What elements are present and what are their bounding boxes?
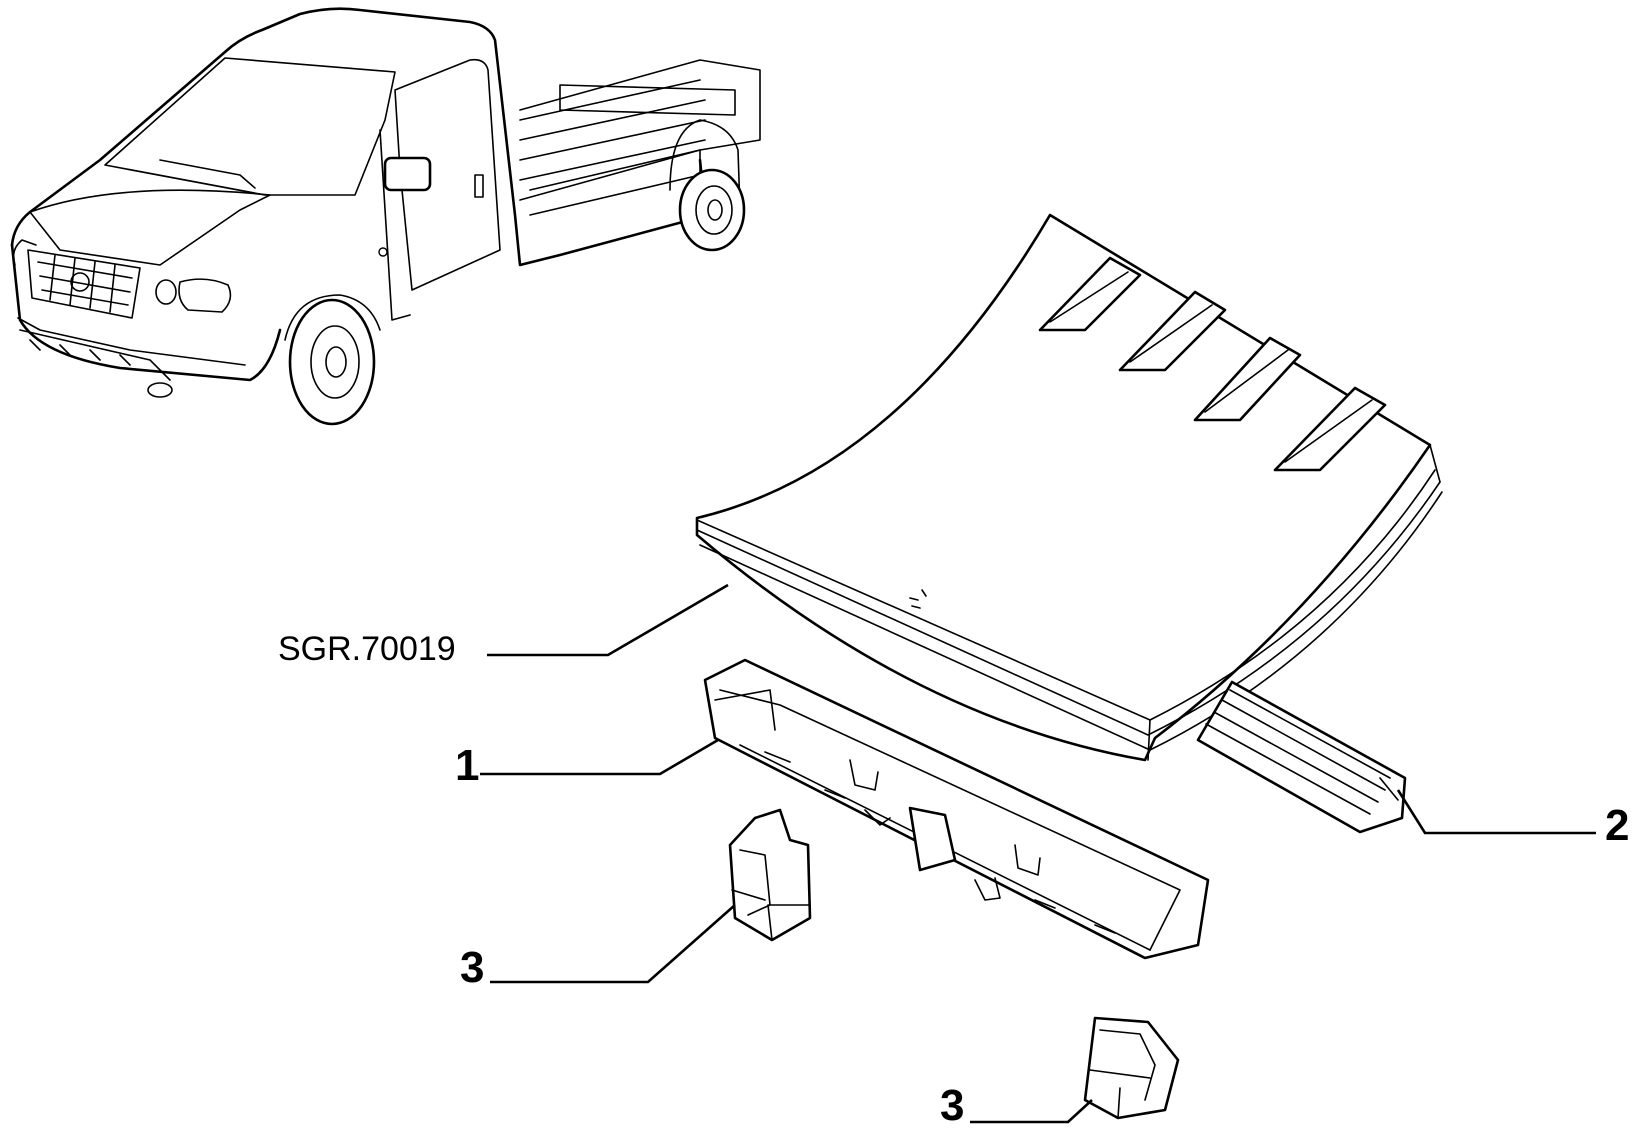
leader-line-3b (970, 1099, 1093, 1124)
callout-3a-label: 3 (460, 943, 484, 992)
callout-2-label: 2 (1605, 801, 1629, 850)
leader-line-reference (487, 583, 729, 657)
callout-3b-label: 3 (940, 1081, 964, 1126)
callout-1-label: 1 (455, 741, 479, 790)
front-cross-member-part-1 (703, 658, 1210, 960)
bracket-part-3-upper (728, 808, 812, 942)
leader-line-1 (480, 738, 719, 776)
van-illustration (10, 7, 761, 426)
side-rail-part-2 (1196, 680, 1407, 834)
leader-line-3a (490, 904, 736, 984)
reference-code-label: SGR.70019 (278, 630, 456, 668)
leader-line-2 (1396, 789, 1596, 835)
bracket-part-3-lower (1083, 1016, 1180, 1120)
roof-panel (695, 213, 1443, 762)
